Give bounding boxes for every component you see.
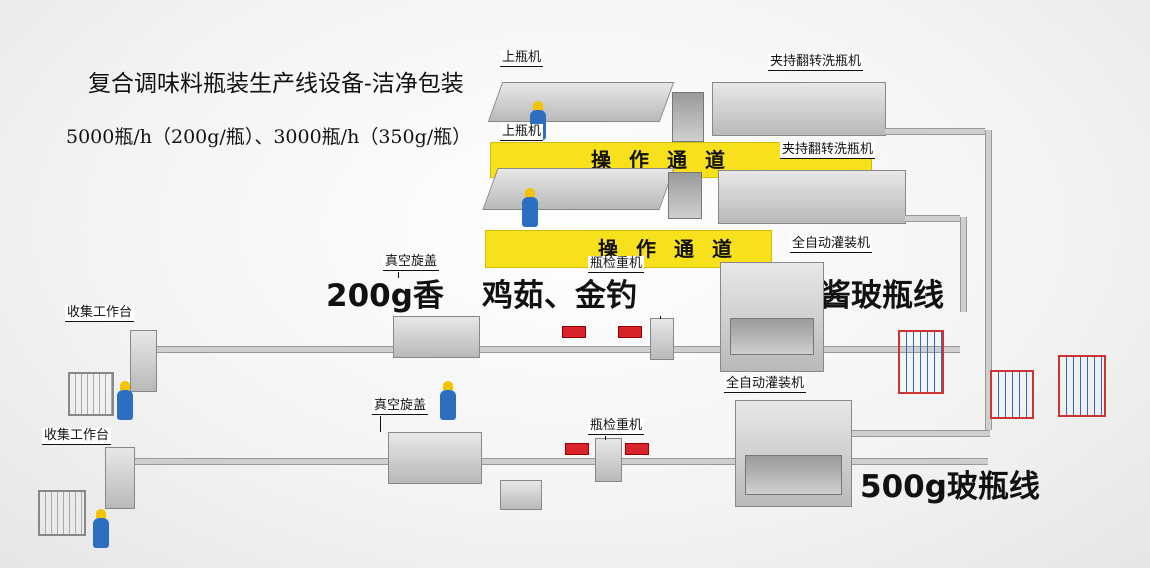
bottle-loader-1 [487, 82, 675, 122]
leader-line [380, 416, 381, 432]
staging-rack [898, 330, 944, 394]
worker [440, 381, 456, 420]
label-checkweigher: 瓶检重机 [588, 418, 645, 435]
walkway-label: 操作通道 [598, 237, 750, 261]
bottle-loader-2 [482, 168, 675, 210]
filler-window [730, 318, 814, 355]
conveyor [905, 215, 960, 222]
worker [522, 188, 538, 227]
label-washer: 夹持翻转洗瓶机 [768, 54, 864, 71]
filler-1 [720, 262, 824, 372]
staging-rack [990, 370, 1034, 419]
conveyor-500g [130, 458, 988, 465]
label-capper: 真空旋盖 [372, 398, 429, 415]
checkweigher-belt [625, 443, 649, 455]
label-checkweigher: 瓶检重机 [588, 256, 645, 273]
walkway-label: 操作通道 [591, 148, 743, 172]
label-washer: 夹持翻转洗瓶机 [780, 142, 876, 159]
filler-window [745, 455, 842, 495]
label-bottle-loader: 上瓶机 [500, 50, 544, 67]
conveyor [960, 217, 967, 312]
line-200g-label-1: 200g香 [326, 278, 444, 314]
capper-2 [388, 432, 482, 484]
collection-table-1 [130, 330, 157, 392]
leader-line [660, 316, 661, 319]
collection-table-2 [105, 447, 135, 509]
transfer-unit-2 [668, 172, 702, 219]
conveyor [850, 430, 990, 437]
line-200g-label-3: 酱玻瓶线 [820, 278, 944, 314]
leader-line [605, 436, 606, 440]
label-collection-table: 收集工作台 [42, 428, 112, 445]
diagram-title: 复合调味料瓶装生产线设备-洁净包装 [88, 71, 464, 97]
capper-1 [393, 316, 480, 358]
conveyor-200g [150, 346, 960, 353]
conveyor [985, 130, 992, 430]
cap-feeder [500, 480, 542, 510]
washer-2 [718, 170, 906, 224]
label-collection-table: 收集工作台 [65, 305, 135, 322]
staging-rack [1058, 355, 1106, 417]
line-200g-label-2: 鸡茹、金钓 [482, 278, 637, 314]
leader-line [398, 272, 399, 278]
worker [117, 381, 133, 420]
conveyor [885, 128, 985, 135]
worker [93, 509, 109, 548]
washer-1 [712, 82, 886, 136]
checkweigher-belt [618, 326, 642, 338]
label-filler: 全自动灌装机 [790, 236, 873, 253]
checkweigher-belt [565, 443, 589, 455]
bottle-rack [68, 372, 114, 416]
label-filler: 全自动灌装机 [724, 376, 807, 393]
bottle-rack [38, 490, 86, 536]
diagram-subtitle: 5000瓶/h（200g/瓶）、3000瓶/h（350g/瓶） [66, 126, 472, 148]
checkweigher-1 [650, 318, 674, 360]
label-bottle-loader: 上瓶机 [500, 124, 544, 141]
checkweigher-belt [562, 326, 586, 338]
label-capper: 真空旋盖 [383, 254, 440, 271]
transfer-unit-1 [672, 92, 704, 142]
checkweigher-2 [595, 438, 622, 482]
line-500g-label: 500g玻瓶线 [860, 469, 1040, 505]
